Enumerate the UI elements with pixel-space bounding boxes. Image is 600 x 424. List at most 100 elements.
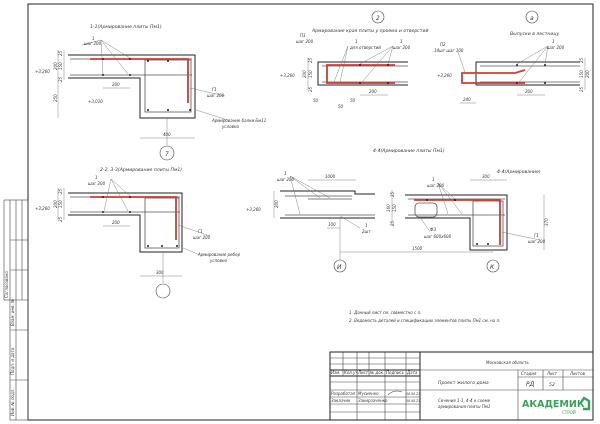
svg-text:25: 25: [308, 57, 313, 63]
svg-text:шаг 200: шаг 200: [193, 235, 211, 240]
svg-text:К: К: [490, 264, 495, 271]
detail-2: 2 Армирование края плиты у проема и отве…: [280, 10, 428, 109]
svg-text:160: 160: [386, 204, 391, 212]
svg-text:1000: 1000: [325, 174, 336, 179]
svg-text:шаг 200: шаг 200: [296, 39, 314, 44]
svg-text:Армирование балки Бм11: Армирование балки Бм11: [211, 118, 266, 123]
svg-text:для отверстий: для отверстий: [349, 45, 381, 50]
signature: [387, 390, 403, 396]
detail-a: а Выпуски в лестницу П2 14шт шаг 100 1 ш…: [434, 10, 590, 104]
svg-text:+3,260: +3,260: [280, 73, 295, 78]
svg-text:армирования плиты Пм1: армирования плиты Пм1: [438, 404, 490, 409]
highlighted-rebar: [90, 58, 189, 103]
svg-text:шаг 200: шаг 200: [528, 239, 546, 244]
svg-text:300: 300: [482, 174, 490, 179]
svg-text:шаг 200: шаг 200: [393, 45, 411, 50]
svg-text:300: 300: [156, 270, 164, 275]
svg-text:1: 1: [92, 36, 95, 41]
highlighted-rebar: [461, 69, 526, 84]
svg-text:Подпись: Подпись: [386, 370, 405, 375]
svg-text:1: 1: [552, 39, 555, 44]
stamp-sign-date: Подп. и дата: [10, 347, 15, 375]
svg-text:+3,010: +3,010: [88, 99, 103, 104]
svg-text:200: 200: [274, 200, 279, 208]
svg-text:шаг 200: шаг 200: [207, 93, 225, 98]
svg-text:25: 25: [58, 216, 63, 222]
svg-text:200: 200: [53, 200, 58, 208]
svg-text:шаг 200: шаг 200: [88, 181, 106, 186]
svg-text:Г1: Г1: [212, 87, 217, 92]
section-2-2-3-3: 2-2, 3-3(Армирование плиты Пм1) 1 шаг 20…: [35, 167, 241, 299]
drawing-title: Сечения 1-1, 4-4 к схеме: [438, 398, 491, 403]
stage: РД: [526, 381, 535, 388]
section-4-4: 4-4(Армирование плиты Пм1) 1 шаг 200 100…: [246, 148, 500, 273]
svg-text:14шт шаг 100: 14шт шаг 100: [434, 48, 464, 53]
svg-text:25: 25: [390, 191, 395, 197]
side-stamp: Согласовано Взам. инв. № Подп. и дата Ин…: [3, 199, 29, 421]
svg-text:50: 50: [313, 98, 319, 103]
title-block: Изм. Кол.уч Лист № док. Подпись Дата Раз…: [329, 351, 594, 421]
section-title: Армирование края плиты у проема и отверс…: [311, 28, 428, 34]
section-title: 2-2, 3-3(Армирование плиты Пм1): [100, 167, 182, 173]
note-1: 1. Данный лист см. совместно с л.: [349, 310, 421, 315]
svg-text:Г1: Г1: [198, 229, 203, 234]
svg-text:И: И: [337, 264, 342, 271]
svg-text:25: 25: [58, 50, 63, 56]
svg-text:СТРОЙ: СТРОЙ: [562, 410, 576, 415]
svg-text:+3,260: +3,260: [437, 73, 452, 78]
svg-text:шаг 600х600: шаг 600х600: [424, 234, 452, 239]
svg-text:1: 1: [355, 39, 358, 44]
svg-text:Лист: Лист: [357, 370, 369, 375]
svg-text:370: 370: [544, 218, 549, 226]
svg-text:Кол.уч: Кол.уч: [344, 370, 358, 375]
svg-text:08.08.23: 08.08.23: [406, 399, 420, 403]
axis-marker: [155, 283, 171, 299]
svg-text:1: 1: [284, 171, 287, 176]
svg-text:шаг 200: шаг 200: [277, 177, 295, 182]
svg-text:200: 200: [302, 70, 307, 78]
highlighted-rebar: [414, 199, 501, 245]
svg-text:П1: П1: [300, 33, 306, 38]
svg-text:240: 240: [463, 97, 471, 102]
svg-text:Закирзаченко: Закирзаченко: [358, 398, 388, 403]
slab-outline: [68, 54, 196, 119]
svg-text:7: 7: [165, 151, 169, 158]
section-1-1: 1-1(Армирование плиты Пм1) 1 шаг 200 Г1 …: [35, 24, 266, 161]
stamp-inv-original: Инв. № подл.: [10, 388, 15, 416]
note-2: 2. Ведомость деталей и спецификацию элем…: [349, 318, 500, 323]
stamp-agreed: Согласовано: [4, 271, 9, 298]
section-title: 4-4(Армирование): [497, 169, 541, 175]
svg-text:Г1: Г1: [534, 233, 539, 238]
svg-text:Изм.: Изм.: [331, 370, 340, 375]
svg-text:08.08.23: 08.08.23: [406, 392, 420, 396]
svg-text:Листов: Листов: [569, 371, 586, 376]
svg-text:25: 25: [390, 220, 395, 226]
svg-text:Армирование ребер: Армирование ребер: [197, 252, 241, 257]
svg-text:1: 1: [432, 177, 435, 182]
svg-text:150: 150: [58, 62, 63, 70]
svg-text:200: 200: [112, 82, 120, 87]
svg-text:250: 250: [53, 94, 58, 102]
svg-text:150: 150: [308, 70, 313, 78]
svg-text:1: 1: [95, 175, 98, 180]
svg-text:25: 25: [308, 86, 313, 92]
section-title: 1-1(Армирование плиты Пм1): [90, 24, 162, 30]
project-name: Проект жилого дома: [438, 380, 489, 386]
svg-text:25: 25: [579, 86, 584, 92]
sheet-number: 52: [549, 382, 555, 388]
section-4-4-right: 4-4(Армирование) 1 шаг 200 300 Ф3 шаг 60…: [386, 169, 549, 251]
axis-marker-I: [333, 259, 347, 273]
svg-text:200: 200: [525, 89, 533, 94]
svg-text:100: 100: [328, 222, 336, 227]
svg-text:25: 25: [58, 188, 63, 194]
svg-text:200: 200: [585, 70, 590, 78]
svg-text:150: 150: [392, 204, 397, 212]
svg-text:шаг 200: шаг 200: [84, 41, 102, 46]
highlighted-rebar: [90, 196, 177, 240]
axis-marker-K: [486, 259, 500, 273]
svg-text:2шт: 2шт: [362, 229, 371, 234]
svg-text:1500: 1500: [412, 246, 423, 251]
svg-text:1: 1: [400, 39, 403, 44]
svg-text:150: 150: [58, 200, 63, 208]
